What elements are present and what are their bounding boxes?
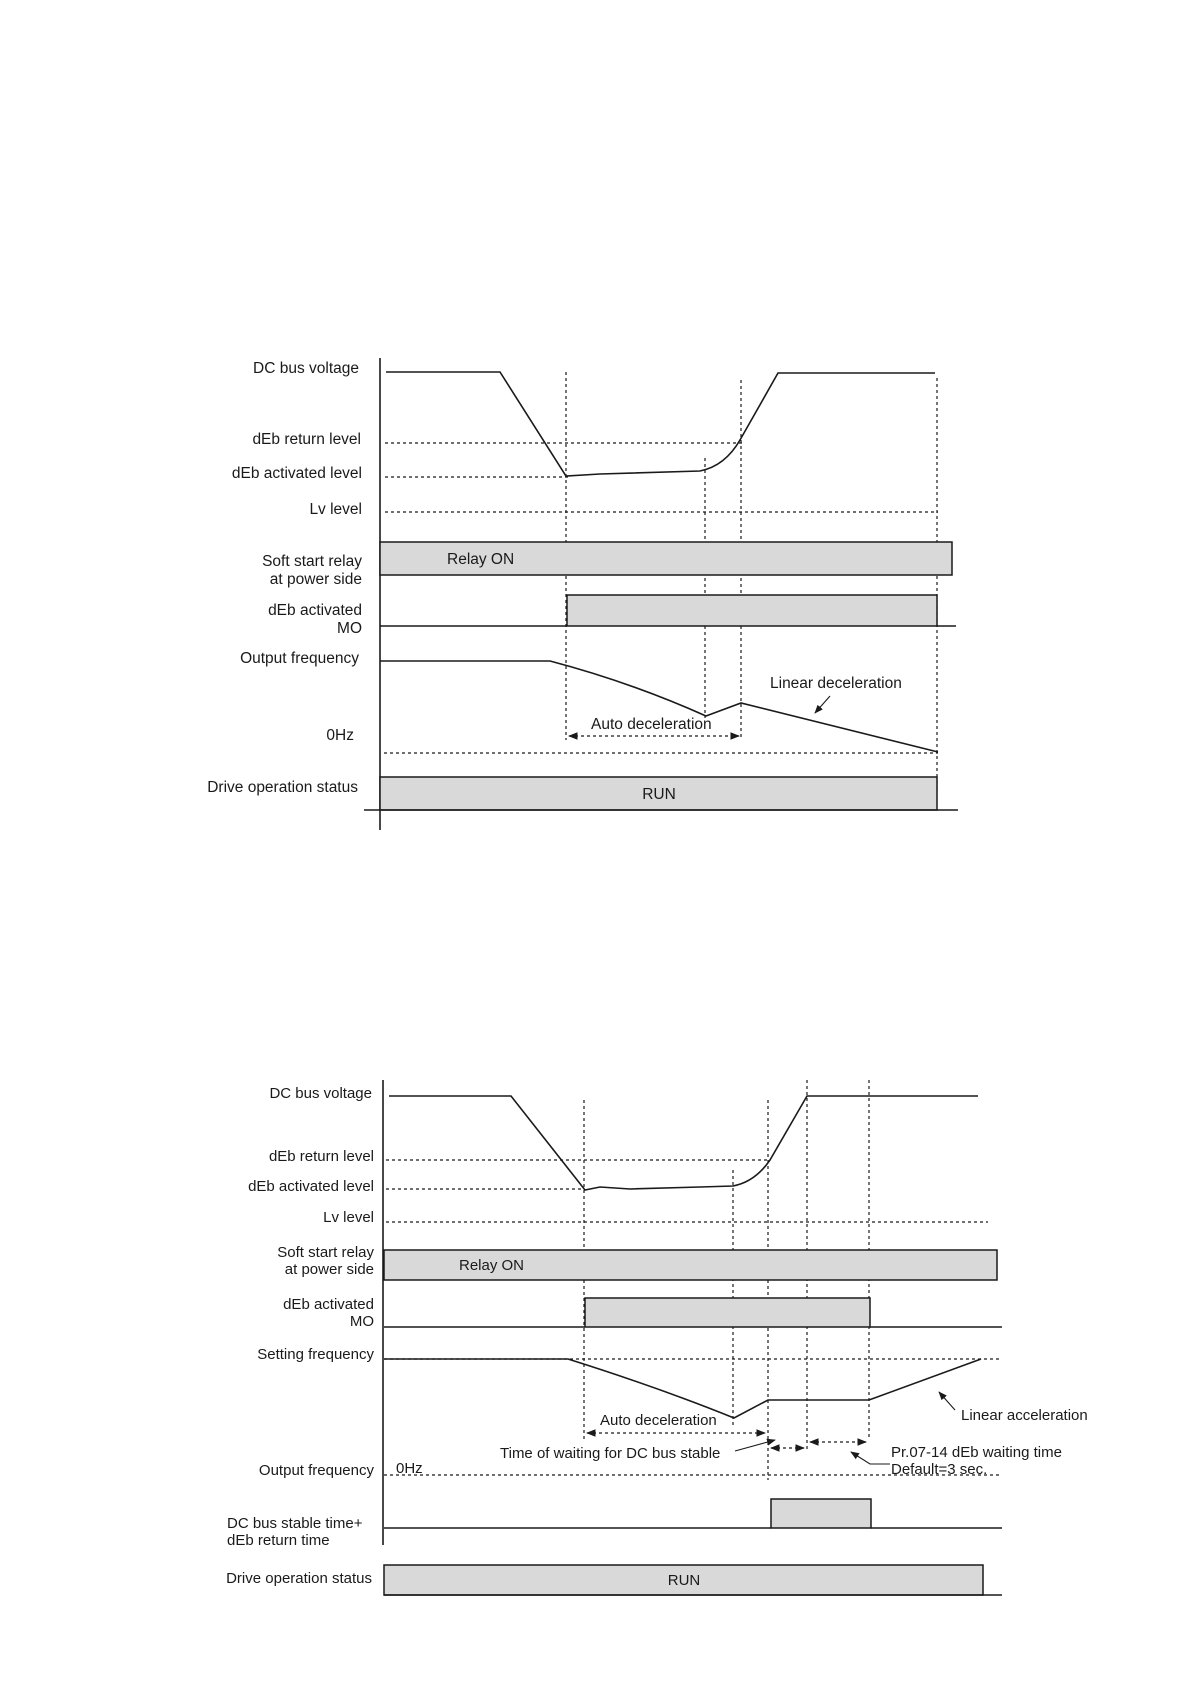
deb-mo-box xyxy=(566,594,938,627)
output-frequency-curve xyxy=(380,660,939,753)
output-frequency-curve xyxy=(384,1358,982,1419)
linear-acceleration-pointer xyxy=(938,1391,956,1411)
label-output-frequency: Output frequency xyxy=(259,1462,375,1479)
run-box xyxy=(379,776,938,811)
diagram-1: DC bus voltage dEb return level dEb acti… xyxy=(207,358,958,830)
label-setting-frequency: Setting frequency xyxy=(257,1346,374,1363)
pr-waiting-pointer xyxy=(850,1451,890,1465)
pr-default-text: Default=3 sec. xyxy=(891,1461,987,1478)
label-lv-level: Lv level xyxy=(309,501,362,518)
time-waiting-text: Time of waiting for DC bus stable xyxy=(500,1445,720,1462)
diagram-2: DC bus voltage dEb return level dEb acti… xyxy=(226,1080,1088,1596)
label-lv-level: Lv level xyxy=(323,1209,374,1226)
linear-acceleration-text: Linear acceleration xyxy=(961,1407,1088,1424)
stable-time-box xyxy=(770,1498,872,1529)
label-dc-bus-voltage: DC bus voltage xyxy=(269,1085,372,1102)
label-0hz: 0Hz xyxy=(396,1460,423,1477)
label-deb-activated: dEb activated xyxy=(268,602,362,619)
run-text: RUN xyxy=(668,1572,701,1589)
dc-bus-voltage-curve xyxy=(386,371,935,477)
label-mo: MO xyxy=(350,1313,374,1330)
label-dc-bus-stable-time: DC bus stable time+ xyxy=(227,1515,363,1532)
label-drive-operation-status: Drive operation status xyxy=(207,779,358,796)
label-deb-return-level: dEb return level xyxy=(269,1148,374,1165)
auto-deceleration-text: Auto deceleration xyxy=(600,1412,717,1429)
dc-bus-voltage-curve xyxy=(389,1095,978,1191)
label-deb-activated-level: dEb activated level xyxy=(248,1178,374,1195)
label-deb-return-time: dEb return time xyxy=(227,1532,330,1549)
run-text: RUN xyxy=(642,786,676,803)
label-dc-bus-voltage: DC bus voltage xyxy=(253,360,359,377)
label-0hz: 0Hz xyxy=(326,727,354,744)
pr-waiting-text: Pr.07-14 dEb waiting time xyxy=(891,1444,1062,1461)
label-deb-return-level: dEb return level xyxy=(252,431,361,448)
linear-deceleration-text: Linear deceleration xyxy=(770,675,902,692)
label-mo: MO xyxy=(337,620,362,637)
deb-mo-box xyxy=(584,1297,871,1328)
label-output-frequency: Output frequency xyxy=(240,650,359,667)
label-deb-activated-level: dEb activated level xyxy=(232,465,362,482)
relay-on-box xyxy=(379,541,953,576)
label-soft-start-relay: Soft start relay xyxy=(262,553,362,570)
label-at-power-side: at power side xyxy=(270,571,362,588)
label-deb-activated: dEb activated xyxy=(283,1296,374,1313)
time-waiting-pointer xyxy=(734,1438,776,1452)
label-soft-start-relay: Soft start relay xyxy=(277,1244,374,1261)
relay-on-box xyxy=(383,1249,998,1281)
run-box xyxy=(383,1564,984,1596)
label-drive-operation-status: Drive operation status xyxy=(226,1570,372,1587)
relay-on-text: Relay ON xyxy=(447,551,514,568)
linear-deceleration-pointer xyxy=(814,695,831,714)
label-at-power-side: at power side xyxy=(285,1261,374,1278)
auto-deceleration-text: Auto deceleration xyxy=(591,716,712,733)
relay-on-text: Relay ON xyxy=(459,1257,524,1274)
